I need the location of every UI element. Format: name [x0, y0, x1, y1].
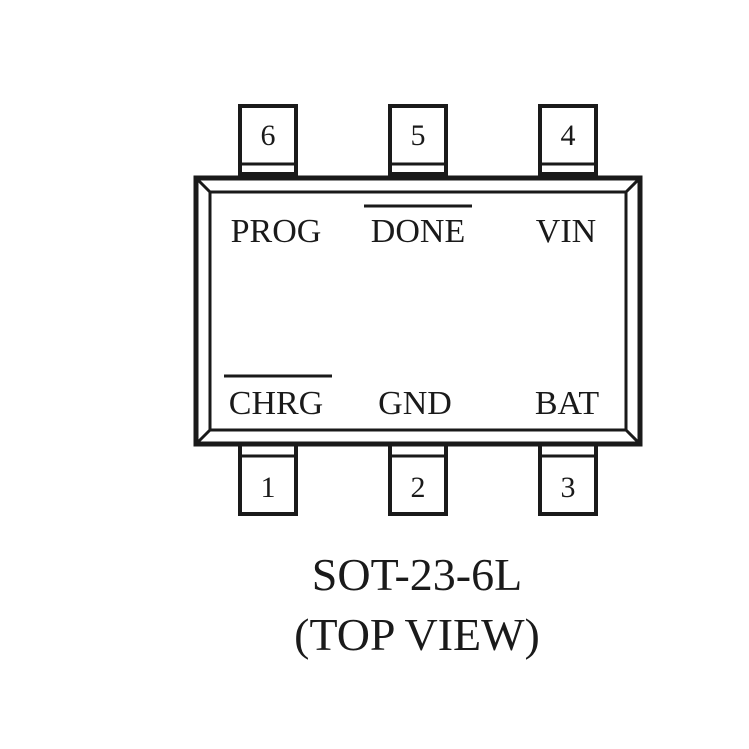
pin-1: 1 [238, 442, 298, 516]
bevel-bottom-right [624, 428, 642, 446]
pin-label-done: DONE [371, 213, 465, 250]
package-body [193, 175, 643, 447]
pin-label-vin: VIN [536, 213, 596, 250]
package-view: (TOP VIEW) [294, 609, 540, 660]
pin-2: 2 [388, 442, 448, 516]
pin-5-number: 5 [411, 119, 426, 152]
pin-label-gnd: GND [378, 385, 452, 422]
package-name: SOT-23-6L [312, 549, 522, 600]
bevel-top-left [194, 176, 212, 194]
package-inner-outline [208, 190, 628, 432]
package-outer-outline [193, 175, 643, 447]
pin-label-bat: BAT [535, 385, 599, 422]
pin-4: 4 [538, 104, 598, 176]
pin-label-chrg: CHRG [229, 385, 323, 422]
bevel-bottom-left [194, 428, 212, 446]
pin-2-number: 2 [411, 471, 426, 504]
pin-6-number: 6 [261, 119, 276, 152]
pin-6: 6 [238, 104, 298, 176]
pin-3-number: 3 [561, 471, 576, 504]
pin-1-number: 1 [261, 471, 276, 504]
pin-label-prog: PROG [231, 213, 322, 250]
pin-3: 3 [538, 442, 598, 516]
bevel-top-right [624, 176, 642, 194]
pin-4-number: 4 [561, 119, 576, 152]
pin-5: 5 [388, 104, 448, 176]
